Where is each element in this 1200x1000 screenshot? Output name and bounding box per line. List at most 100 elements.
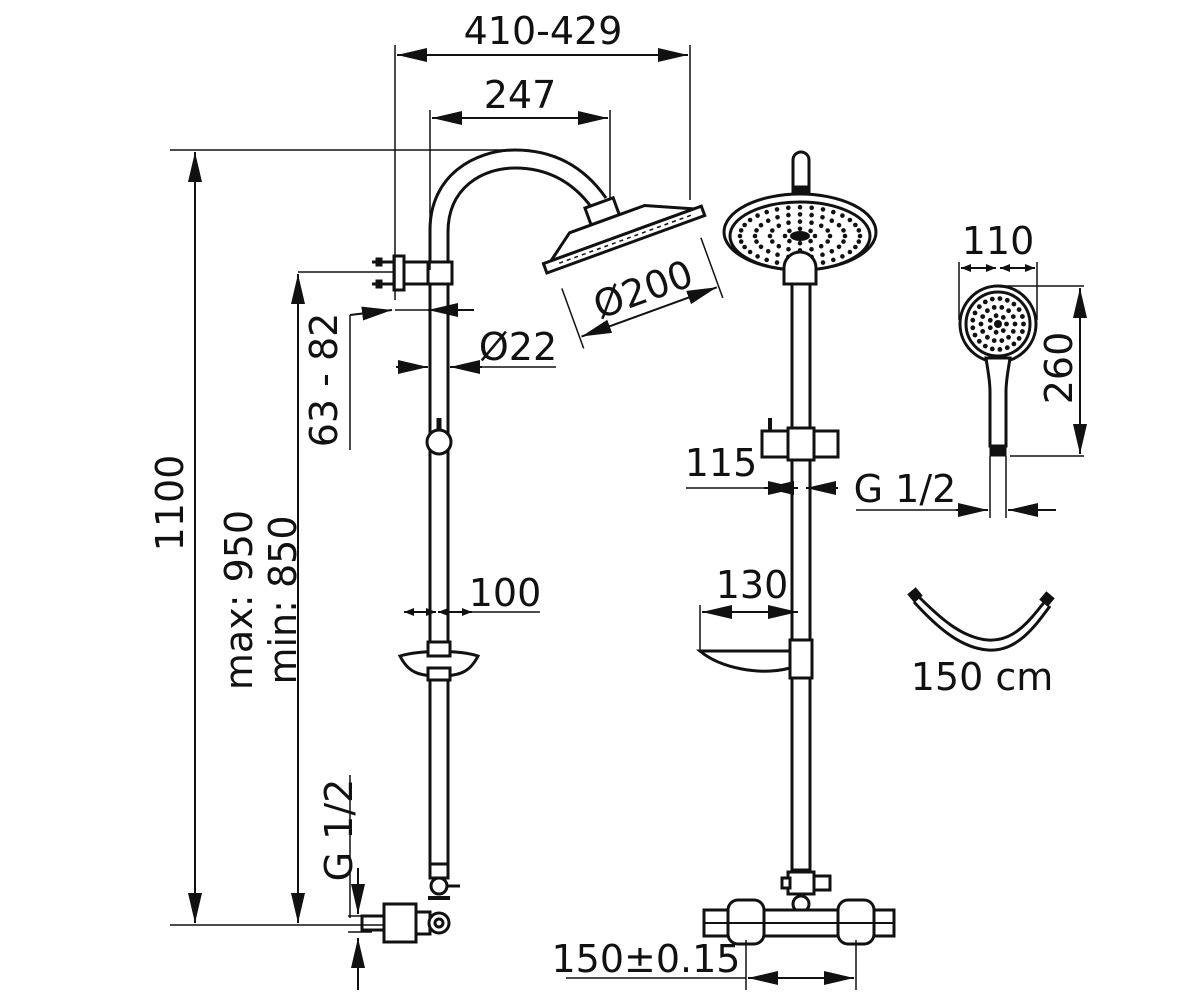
nozzle-dot [797, 226, 803, 232]
diverter-knob [425, 428, 453, 456]
nozzle-dot [840, 254, 845, 259]
hand-nozzle-dot [982, 299, 988, 305]
dim-dish-width: 130 [716, 563, 789, 607]
nozzle-dot [841, 239, 846, 244]
nozzle-dot [765, 249, 771, 254]
nozzle-dot [737, 233, 743, 239]
nozzle-dot [738, 239, 744, 244]
nozzle-dot [818, 223, 824, 229]
hand-nozzle-dot [989, 346, 995, 352]
hand-nozzle-dot [987, 317, 993, 323]
nozzle-dot [831, 209, 836, 215]
front-view: 115 130 150±0.15 [552, 150, 896, 990]
hand-shower-handle [984, 356, 1012, 448]
hand-nozzle-dot [1010, 314, 1016, 319]
hand-nozzle-dot [1020, 329, 1025, 334]
nozzle-dot [782, 233, 788, 239]
hand-nozzle-dot [1004, 345, 1010, 351]
nozzle-dot [820, 252, 825, 257]
nozzle-dot [842, 233, 848, 239]
riser-top-front [791, 150, 811, 192]
dim-arm-reach: 247 [484, 73, 557, 117]
nozzle-dot [853, 222, 858, 228]
nozzle-dot [856, 228, 862, 233]
dim-head-diameter: Ø200 [588, 251, 699, 327]
nozzle-dot [765, 218, 771, 223]
dim-pipe-diameter: Ø22 [479, 325, 557, 369]
dim-hand-shower-thread: G 1/2 [854, 467, 957, 511]
shower-arm-curve-inner [446, 166, 594, 265]
side-view: 410-429 247 Ø200 1100 max: 950 min: 850 … [148, 9, 724, 990]
hand-nozzle-dot [993, 329, 999, 335]
nozzle-dot [742, 244, 747, 250]
nozzle-dot [797, 204, 803, 210]
nozzle-dot [776, 243, 782, 249]
nozzle-dot [825, 228, 830, 233]
nozzle-dot [764, 209, 769, 215]
hand-nozzle-dot [1012, 321, 1018, 327]
dim-hand-shower-width: 110 [962, 219, 1035, 263]
nozzle-dot [808, 228, 813, 234]
hand-nozzle-dot [999, 338, 1005, 343]
hand-shower-view: 110 260 G 1/2 150 cm [854, 219, 1087, 699]
hand-nozzle-dot [987, 325, 993, 331]
nozzle-dot [797, 219, 803, 224]
hand-nozzle-dot [993, 313, 999, 319]
hand-nozzle-dot [985, 334, 990, 340]
nozzle-dot [767, 233, 773, 239]
dim-mixer-spacing: 150±0.15 [552, 937, 741, 981]
head-center-cap [790, 231, 810, 241]
hand-nozzle-dot [970, 317, 976, 323]
nozzle-dot [857, 233, 863, 239]
nozzle-dot [825, 239, 830, 244]
nozzle-dot [797, 240, 803, 246]
overhead-shower-head-front [722, 192, 878, 286]
hand-nozzle-dot [982, 343, 988, 349]
nozzle-dot [831, 257, 836, 263]
riser-pipe-front [790, 273, 812, 872]
nozzle-dot [847, 217, 853, 223]
hand-nozzle-dot [972, 332, 978, 338]
shower-hose [907, 587, 1055, 652]
riser-bottom-clamp [780, 870, 832, 914]
hand-nozzle-dot [997, 296, 1003, 301]
nozzle-dot [836, 222, 842, 228]
nozzle-dot [754, 228, 759, 233]
dim-inlet-height-max: max: 950 [217, 510, 261, 690]
hand-center-cap [994, 320, 1002, 328]
nozzle-dot [786, 212, 791, 218]
hand-nozzle-dot [980, 329, 986, 334]
hand-nozzle-dot [1016, 336, 1022, 341]
dim-dish-offset-side: 100 [469, 571, 542, 615]
soap-dish-front [695, 638, 814, 680]
nozzle-dot [841, 228, 846, 233]
nozzle-dot [808, 238, 813, 244]
nozzle-dot [787, 228, 792, 234]
nozzle-dot [809, 212, 814, 218]
nozzle-dot [770, 239, 775, 244]
dim-wall-offset: 63 - 82 [302, 313, 346, 448]
hand-nozzle-dot [976, 338, 982, 344]
nozzle-dot [775, 252, 780, 257]
hand-nozzle-dot [972, 310, 978, 316]
nozzle-dot [770, 228, 775, 233]
inlet-valve-side [360, 862, 460, 944]
hand-nozzle-dot [976, 304, 982, 310]
nozzle-dot [738, 228, 744, 233]
thermostatic-mixer [702, 898, 896, 946]
hand-nozzle-dot [1004, 321, 1009, 327]
hand-nozzle-dot [991, 338, 997, 343]
dim-inlet-height-min: min: 850 [261, 515, 305, 684]
hand-nozzle-dot [1000, 328, 1006, 333]
hand-nozzle-dot [997, 347, 1003, 352]
hand-nozzle-dot [1021, 321, 1026, 327]
hand-nozzle-dot [1016, 307, 1022, 312]
nozzle-dot [776, 223, 782, 229]
nozzle-dot [774, 260, 780, 265]
hand-shower-holder-front [760, 418, 840, 462]
nozzle-dot [856, 239, 862, 244]
nozzle-dot [758, 244, 764, 250]
nozzle-dot [758, 222, 764, 228]
hose-length-label: 150 cm [911, 655, 1054, 699]
